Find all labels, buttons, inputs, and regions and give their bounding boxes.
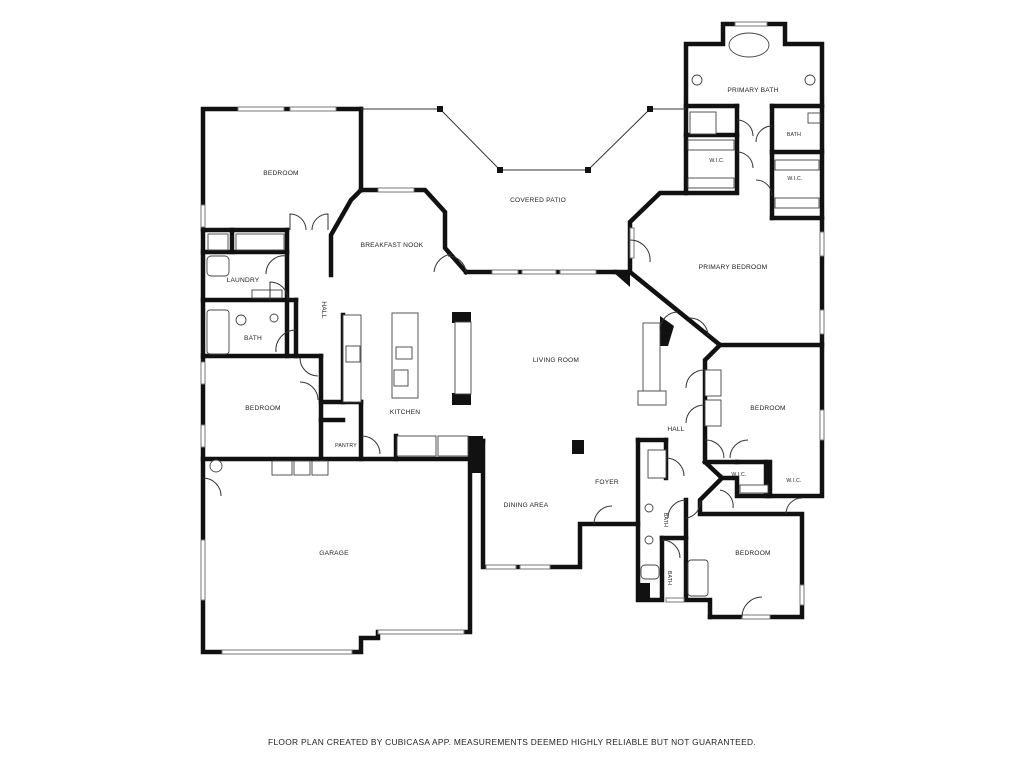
kitchen-island (342, 312, 472, 457)
label-bath-south-small: BATH (666, 571, 672, 585)
label-hall-east: HALL (667, 426, 684, 433)
bath-fixtures (206, 32, 821, 597)
label-covered-patio: COVERED PATIO (510, 197, 566, 204)
patio-post (437, 106, 443, 112)
covered-patio-outline (361, 106, 686, 173)
label-garage: GARAGE (319, 550, 349, 557)
label-dining-area: DINING AREA (504, 502, 549, 509)
label-kitchen: KITCHEN (390, 409, 420, 416)
label-foyer: FOYER (595, 479, 619, 486)
windows (200, 21, 825, 655)
door-swings (202, 119, 803, 618)
patio-post (497, 167, 503, 173)
exterior-walls (200, 21, 825, 655)
patio-post (585, 167, 591, 173)
columns (452, 272, 674, 600)
label-bedroom-west: BEDROOM (245, 405, 280, 412)
label-breakfast-nook: BREAKFAST NOOK (361, 242, 424, 249)
label-pantry: PANTRY (335, 443, 357, 449)
fireplace-and-cabinets (637, 322, 667, 479)
label-living-room: LIVING ROOM (533, 357, 579, 364)
patio-post (647, 106, 653, 112)
label-bath-primary-wc: BATH (787, 132, 801, 138)
label-bath-west: BATH (244, 335, 262, 342)
label-wic-east-2: W.I.C. (786, 478, 801, 484)
label-wic-east-1: W.I.C. (731, 472, 746, 478)
label-primary-bath: PRIMARY BATH (727, 87, 778, 94)
room-labels: BEDROOM COVERED PATIO PRIMARY BATH BATH … (227, 87, 803, 585)
label-bedroom-se: BEDROOM (735, 550, 770, 557)
label-bath-south: BATH (662, 513, 668, 527)
label-bedroom-east: BEDROOM (750, 405, 785, 412)
label-bedroom-nw: BEDROOM (263, 170, 298, 177)
label-wic-primary-left: W.I.C. (709, 158, 724, 164)
label-wic-primary-right: W.I.C. (787, 176, 802, 182)
footer-disclaimer: FLOOR PLAN CREATED BY CUBICASA APP. MEAS… (268, 737, 756, 747)
label-primary-bedroom: PRIMARY BEDROOM (699, 264, 768, 271)
label-laundry: LAUNDRY (227, 277, 260, 284)
label-hall-west: HALL (320, 301, 327, 318)
